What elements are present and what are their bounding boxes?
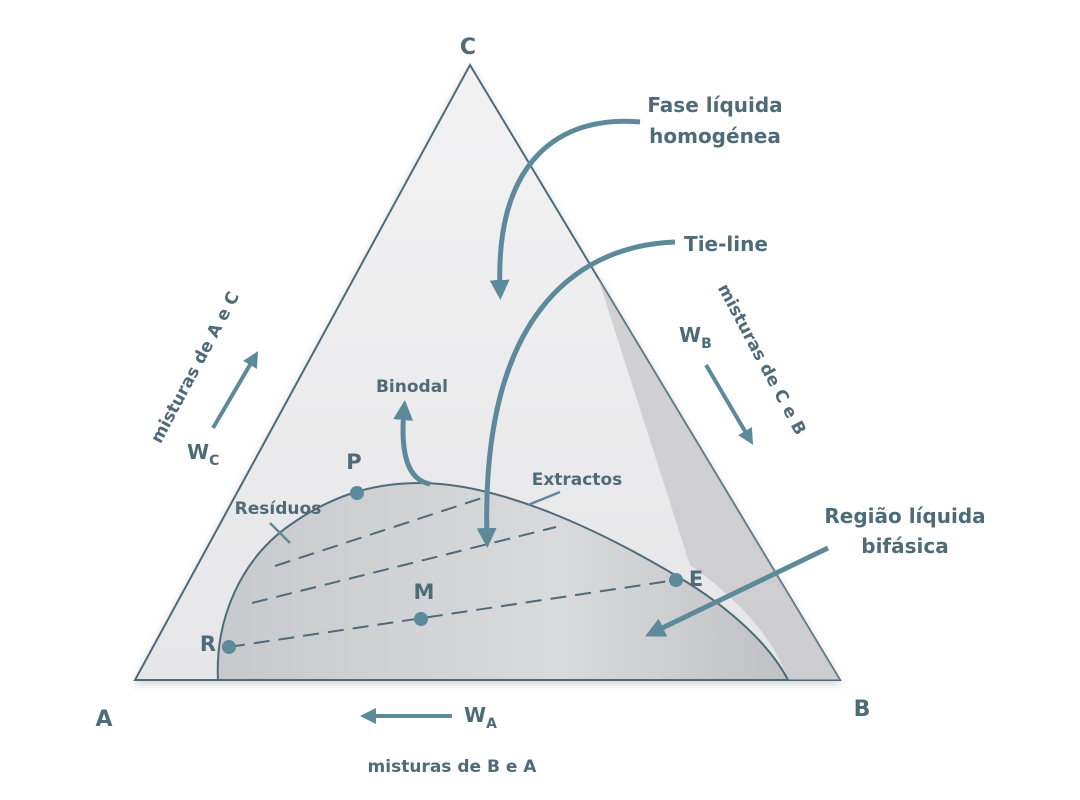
bottom-axis-title: misturas de B e A	[368, 757, 538, 777]
regiao-liquida-arrow	[644, 545, 830, 637]
vertex-b-label: B	[854, 697, 871, 722]
tie-line-2	[251, 526, 557, 604]
extractos-label: Extractos	[532, 470, 623, 490]
bottom-axis-w-sub: A	[486, 716, 497, 732]
right-wedge-shade	[598, 278, 840, 680]
bottom-axis-w-label: WA	[464, 703, 497, 732]
point-p-label: P	[346, 450, 361, 474]
fase-liquida-label-line2: homogénea	[649, 124, 781, 148]
binodal-arrow	[393, 400, 431, 487]
point-r-marker	[222, 640, 236, 654]
right-axis-arrow	[704, 363, 754, 445]
point-e-marker	[669, 573, 683, 587]
right-axis-title: misturas de C e B	[713, 281, 810, 439]
tie-line-label: Tie-line	[684, 232, 768, 256]
left-axis-title: misturas de A e C	[147, 289, 244, 447]
tie-line-3	[228, 579, 677, 648]
vertex-a-label: A	[95, 707, 112, 732]
left-axis-w: W	[187, 440, 209, 464]
left-axis-w-label: WC	[187, 440, 219, 469]
fase-liquida-label-line1: Fase líquida	[647, 93, 782, 117]
residuos-pointer	[269, 522, 291, 544]
regiao-liquida-label-line1: Região líquida	[824, 504, 985, 528]
point-e-label: E	[689, 567, 703, 591]
regiao-liquida-label-line2: bifásica	[861, 534, 948, 558]
right-axis-w-label: WB	[679, 323, 712, 352]
point-p-marker	[350, 486, 364, 500]
extractos-pointer	[527, 490, 561, 507]
point-r-label: R	[200, 632, 216, 656]
tie-line-1	[274, 497, 483, 567]
left-axis-w-sub: C	[209, 453, 219, 469]
right-axis-w: W	[679, 323, 701, 347]
left-axis-arrow	[211, 351, 259, 430]
point-m-marker	[414, 612, 428, 626]
fase-liquida-arrow	[489, 118, 641, 300]
vertex-c-label: C	[460, 35, 476, 60]
bottom-axis-w: W	[464, 703, 486, 727]
residuos-label: Resíduos	[235, 499, 322, 519]
tie-line-arrow	[476, 239, 676, 548]
binodal-label: Binodal	[376, 377, 448, 397]
point-m-label: M	[414, 580, 435, 604]
right-axis-w-sub: B	[701, 336, 712, 352]
